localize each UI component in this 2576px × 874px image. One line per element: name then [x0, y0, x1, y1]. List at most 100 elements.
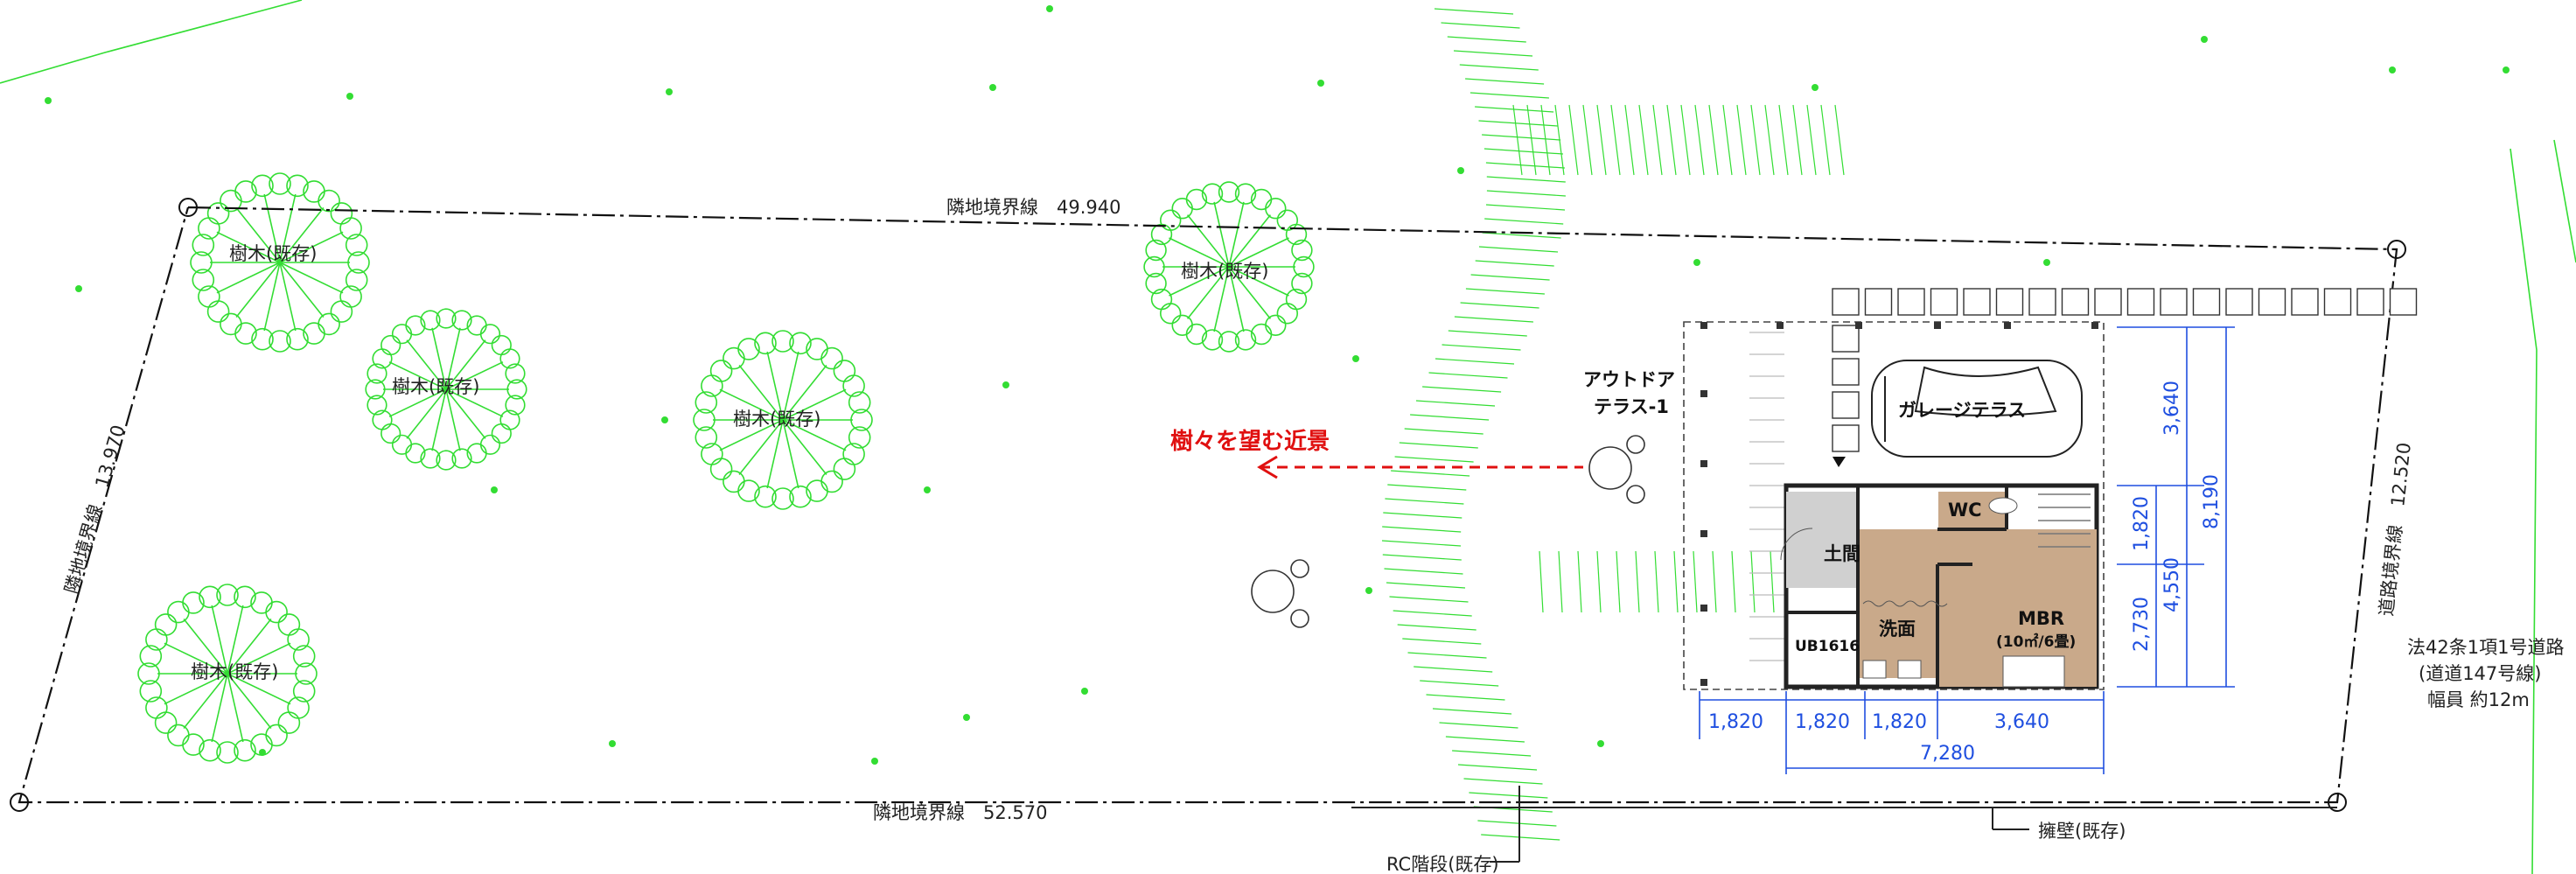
- slope-hatch: [1652, 104, 1663, 176]
- house-plan: [1780, 457, 2099, 689]
- slope-hatch: [1470, 274, 1550, 281]
- slope-hatch: [1470, 92, 1549, 99]
- road-label-2: (道道147号線): [2419, 663, 2541, 684]
- slope-hatch: [1399, 442, 1478, 449]
- paver: [2094, 288, 2122, 316]
- property-boundary: [17, 206, 2398, 804]
- boundary-left-label: 隣地境界線 13.970: [61, 423, 129, 596]
- terrace-post: [1934, 322, 1941, 329]
- tree-label-2: 樹木(既存): [392, 376, 479, 397]
- slope-hatch: [1654, 550, 1659, 613]
- slope-hatch: [1453, 50, 1533, 57]
- slope-hatch: [1407, 652, 1487, 659]
- ground-dot: [1812, 84, 1819, 91]
- slope-hatch: [1386, 582, 1466, 589]
- rc-stairs-label: RC階段(既存): [1386, 854, 1499, 874]
- slope-hatch: [1387, 484, 1467, 491]
- slope-hatch: [1596, 104, 1607, 176]
- slope-hatch: [1712, 550, 1717, 613]
- dim-v-garage: 3,640: [2161, 381, 2183, 436]
- paver: [2356, 288, 2384, 316]
- slope-hatch: [1454, 316, 1533, 323]
- retaining-wall-label: 擁壁(既存): [2038, 821, 2126, 842]
- slope-hatch: [1465, 288, 1545, 295]
- slope-hatch: [1475, 260, 1554, 267]
- slope-hatch: [1673, 550, 1679, 613]
- slope-hatch: [1486, 190, 1566, 197]
- ground-dot: [1046, 5, 1053, 12]
- dim-v-house: 4,550: [2161, 557, 2183, 612]
- slope-hatch: [1485, 204, 1566, 211]
- ground-dot: [1352, 355, 1359, 362]
- slope-hatch: [1624, 104, 1635, 176]
- vegetation-edge: [0, 0, 303, 84]
- paver: [2126, 288, 2155, 316]
- slope-hatch: [1465, 78, 1545, 85]
- mbr-label: MBR: [2018, 608, 2064, 629]
- slope-hatch: [1445, 736, 1525, 743]
- paver: [1832, 325, 1860, 353]
- dim-v-lower: 2,730: [2131, 597, 2153, 652]
- boundary-top-label: 隣地境界線 49.940: [946, 197, 1120, 218]
- vegetation-edge: [2510, 148, 2538, 874]
- slope-hatch: [1382, 554, 1462, 561]
- tree-canopy: [365, 308, 527, 471]
- paver: [2061, 288, 2090, 316]
- paver: [2225, 288, 2253, 316]
- slope-hatch: [1435, 358, 1515, 365]
- slope-hatch: [1616, 550, 1621, 613]
- tree-label-4: 樹木(既存): [1181, 261, 1268, 282]
- doma-label: 土間: [1824, 543, 1860, 564]
- ground-dot: [666, 88, 673, 95]
- slope-hatch: [1381, 540, 1462, 547]
- slope-hatch: [1610, 104, 1621, 176]
- tree-canopy: [1143, 181, 1315, 353]
- dimension-lines: [1699, 326, 2235, 774]
- dim-v-wc: 1,820: [2131, 496, 2153, 551]
- slope-hatch: [1394, 456, 1474, 463]
- slope-hatch: [1463, 778, 1543, 785]
- garage-pavers: [1832, 288, 2418, 452]
- terrace-post: [1700, 679, 1707, 686]
- slope-hatch: [1596, 550, 1602, 613]
- slope-hatch: [1577, 550, 1582, 613]
- terrace-post: [2004, 322, 2011, 329]
- retaining-wall: [1351, 786, 2337, 863]
- slope-hatch: [1397, 624, 1476, 631]
- view-note: 樹々を望む近景: [1170, 429, 1330, 455]
- terrace-post: [1700, 322, 1707, 329]
- terrace-post: [1700, 390, 1707, 397]
- slope-hatch: [1635, 550, 1640, 613]
- slope-hatch: [1526, 104, 1537, 176]
- washroom-label: 洗面: [1879, 619, 1916, 640]
- slope-hatch: [1477, 820, 1557, 827]
- slope-hatch: [1693, 550, 1698, 613]
- slope-hatch: [1539, 550, 1544, 613]
- slope-hatch: [1558, 550, 1563, 613]
- slope-hatch: [1554, 104, 1565, 176]
- dim-total-width: 7,280: [1920, 743, 1975, 765]
- terrace-post: [1700, 530, 1707, 537]
- vegetation-edge: [2553, 139, 2576, 263]
- ground-dot: [1081, 688, 1088, 695]
- ground-dot: [346, 93, 353, 100]
- slope-hatch: [1402, 638, 1482, 645]
- slope-hatch: [1722, 104, 1733, 176]
- slope-hatch: [1391, 470, 1470, 477]
- outdoor-furniture: [1251, 435, 1645, 628]
- slope-hatch: [1478, 246, 1559, 253]
- slope-hatch: [1512, 104, 1523, 176]
- bath-label: UB1616: [1795, 638, 1860, 655]
- paver: [2258, 288, 2286, 316]
- ground-dot: [45, 97, 52, 104]
- ground-dot: [2043, 259, 2050, 266]
- ground-dot: [1002, 381, 1009, 388]
- road-label-3: 幅員 約12m: [2427, 689, 2530, 710]
- ground-dot: [871, 758, 878, 765]
- slope-hatch: [1484, 218, 1564, 225]
- paver: [1963, 288, 1991, 316]
- slope-hatch: [1432, 708, 1512, 715]
- paver: [1995, 288, 2024, 316]
- view-arrow: [1257, 455, 1583, 479]
- slope-hatch: [1482, 134, 1561, 141]
